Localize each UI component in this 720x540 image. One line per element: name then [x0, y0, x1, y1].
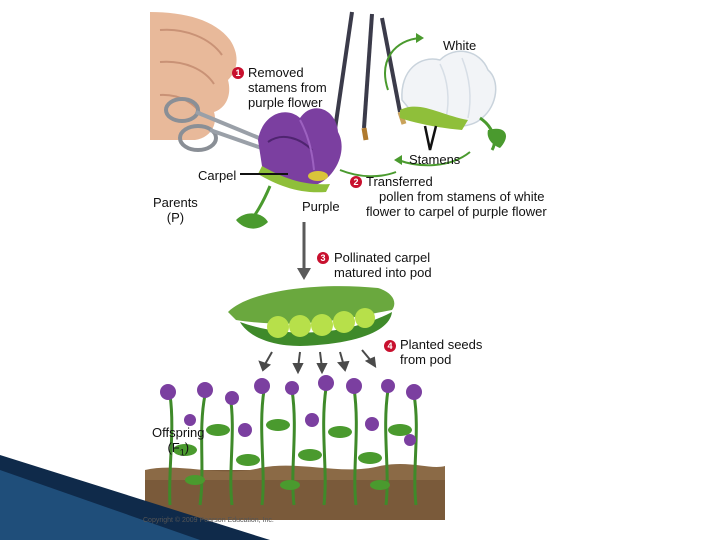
step-3-badge: 3: [317, 252, 329, 264]
offspring-plants: [145, 375, 445, 520]
label-stamens: Stamens: [409, 152, 461, 167]
pea-pod: [228, 286, 395, 346]
seed-arrows: [258, 349, 377, 375]
copyright-text: Copyright © 2009 Pearson Education, Inc.: [143, 517, 274, 524]
step-2-badge: 2: [350, 176, 362, 188]
step-2-line-3: flower to carpel of purple flower: [366, 204, 547, 219]
step-3-line-2: matured into pod: [334, 265, 432, 280]
label-purple: Purple: [302, 199, 340, 214]
paintbrushes: [327, 11, 407, 163]
step-4-badge: 4: [384, 340, 396, 352]
step-1-line-2: stamens from: [248, 80, 327, 95]
label-parents-line-1: Parents: [153, 195, 198, 210]
step-2-line-2: pollen from stamens of white: [379, 189, 545, 204]
label-parents-line-2: (P): [166, 210, 185, 225]
step-1-line-1: Removed: [248, 65, 304, 80]
step-1-line-3: purple flower: [248, 95, 323, 110]
step-3-line-1: Pollinated carpel: [334, 250, 431, 265]
hand-illustration: [150, 12, 291, 160]
label-white: White: [443, 38, 477, 53]
purple-flower: [236, 108, 342, 229]
step-1-badge: 1: [232, 67, 244, 79]
white-flower: [400, 50, 507, 151]
step-4-text: Planted seeds from pod: [400, 337, 482, 367]
label-offspring-line-2: (F1): [152, 440, 205, 461]
label-offspring: Offspring (F1): [152, 425, 205, 461]
label-offspring-sub: 1: [179, 447, 185, 458]
label-offspring-close: ): [184, 440, 190, 455]
label-carpel: Carpel: [198, 168, 237, 183]
step-2-text: Transferred pollen from stamens of white…: [366, 174, 547, 219]
step-1-text: Removed stamens from purple flower: [248, 65, 327, 110]
label-parents: Parents (P): [153, 195, 198, 225]
label-offspring-line-1: Offspring: [152, 425, 205, 440]
step-4-line-1: Planted seeds: [400, 337, 483, 352]
step-3-text: Pollinated carpel matured into pod: [334, 250, 432, 280]
label-offspring-f: (F: [167, 440, 180, 455]
step-4-line-2: from pod: [400, 352, 452, 367]
step-2-line-1: Transferred: [366, 174, 433, 189]
